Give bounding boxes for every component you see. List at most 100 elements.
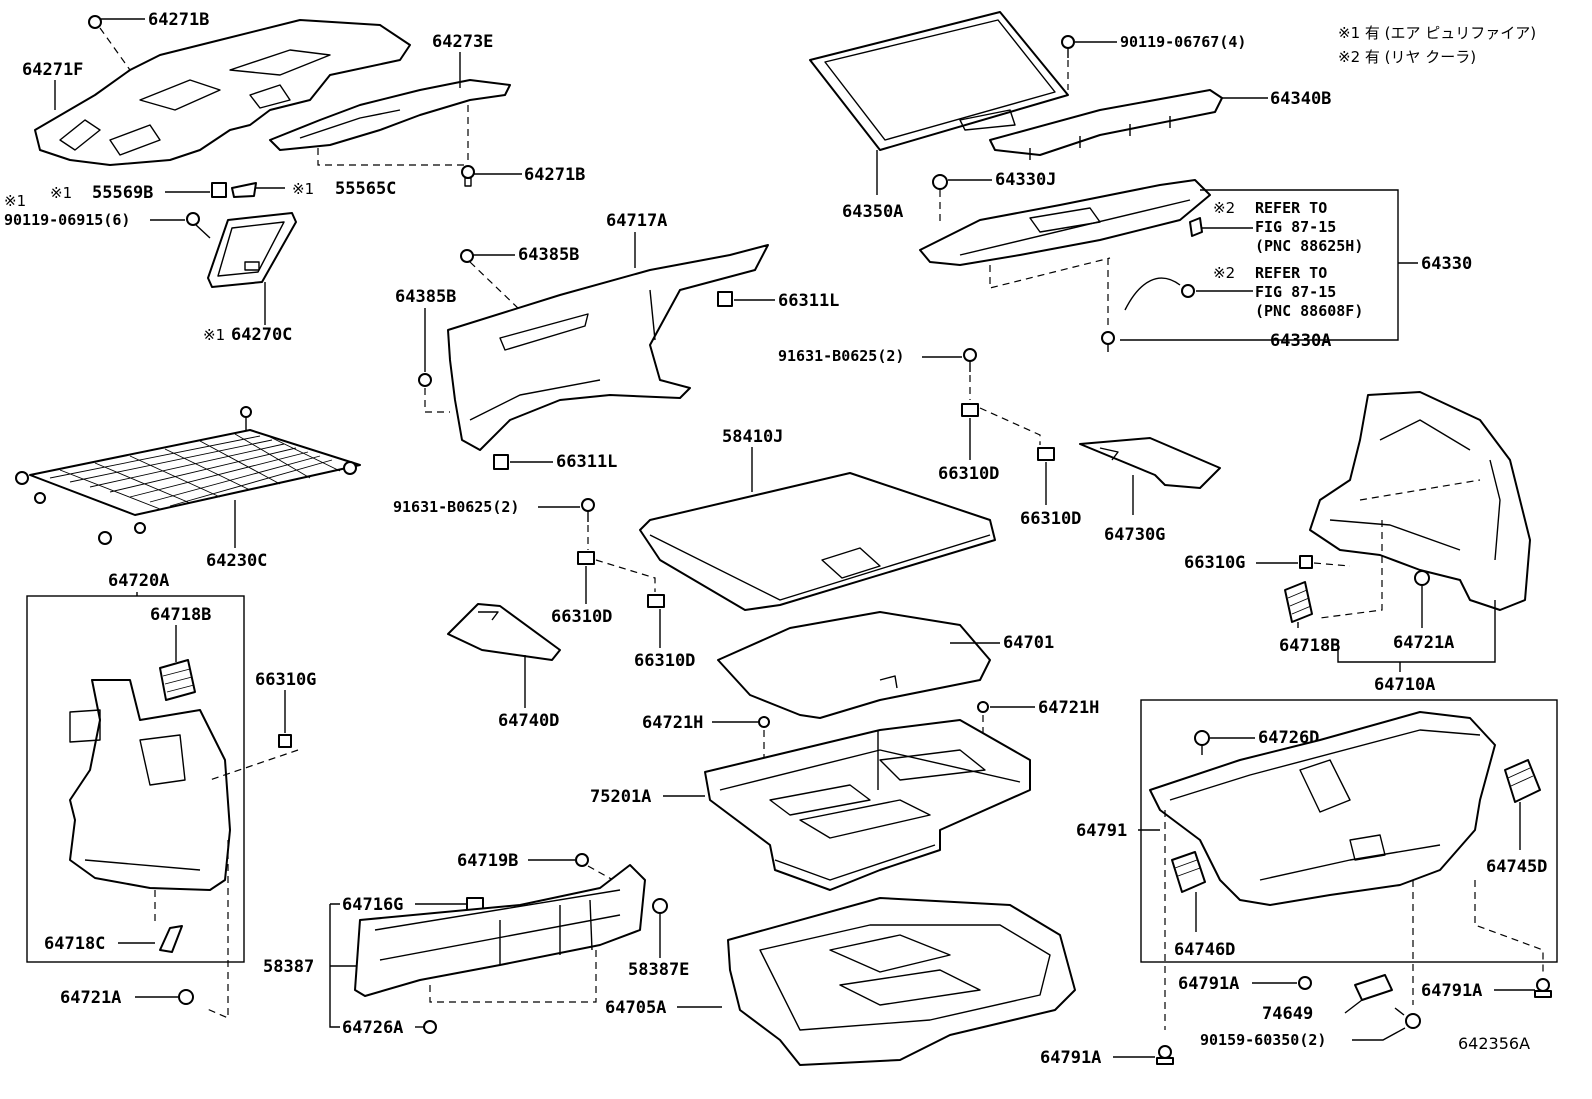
label-66310G-b: 66310G	[1184, 553, 1245, 573]
part-75201A-storage-tub	[704, 719, 1031, 891]
part-64340B-cover	[989, 89, 1223, 160]
part-64330-rear-shelf	[919, 179, 1211, 266]
part-55569B-cap-icon	[211, 182, 227, 198]
refer-2-line3: (PNC 88608F)	[1255, 302, 1363, 320]
clip-64791A-center-icon	[1298, 976, 1312, 990]
clip-64721H-right-icon	[977, 701, 989, 713]
label-64740D: 64740D	[498, 711, 559, 731]
label-66310D-d: 66310D	[1020, 509, 1081, 529]
label-64746D: 64746D	[1174, 940, 1235, 960]
clip-64330A-icon	[1101, 331, 1115, 352]
clip-64726A-icon	[423, 1020, 437, 1034]
part-64271F-tray-trim	[34, 19, 411, 166]
clip-66310D-right-a-icon	[961, 403, 979, 417]
refer-1-line1: REFER TO	[1255, 199, 1327, 217]
label-64385B-a: 64385B	[518, 245, 579, 265]
clip-66310G-left-icon	[278, 734, 292, 748]
part-58387-sill-trim	[354, 864, 646, 997]
clip-64721H-left-icon	[758, 716, 770, 728]
label-64271B-b: 64271B	[524, 165, 585, 185]
part-64718B-left-vent	[159, 659, 196, 701]
screw-90159-60350-icon	[1394, 1007, 1421, 1029]
part-64273E-side-trim	[269, 79, 511, 151]
group-64791-box	[1140, 699, 1558, 963]
label-66310G-a: 66310G	[255, 670, 316, 690]
part-64718C-left-cap	[159, 925, 183, 953]
label-64710A: 64710A	[1374, 675, 1435, 695]
label-74649: 74649	[1262, 1004, 1313, 1024]
label-64273E: 64273E	[432, 32, 493, 52]
part-64745D-right-vent	[1504, 759, 1541, 803]
part-64746D-left-vent	[1171, 851, 1206, 893]
label-66310D-c: 66310D	[938, 464, 999, 484]
clip-64721A-right-icon	[1414, 570, 1430, 586]
label-64718B-b: 64718B	[1279, 636, 1340, 656]
label-64721H-b: 64721H	[1038, 698, 1099, 718]
part-55565C-cap-icon	[231, 182, 257, 198]
label-64716G: 64716G	[342, 895, 403, 915]
group-64720A-box	[26, 595, 245, 963]
label-66311L-a: 66311L	[778, 291, 839, 311]
label-64350A: 64350A	[842, 202, 903, 222]
clip-64726D-icon	[1194, 730, 1210, 755]
refer-1-line2: FIG 87-15	[1255, 218, 1336, 236]
mark-2-refer-1: ※2	[1213, 199, 1235, 217]
clip-64330J-icon	[932, 174, 948, 190]
part-74649-hook-icon	[1354, 974, 1393, 1001]
label-64718B-a: 64718B	[150, 605, 211, 625]
label-75201A: 75201A	[590, 787, 651, 807]
label-64719B: 64719B	[457, 851, 518, 871]
part-64740D-side-tray	[447, 603, 561, 661]
part-64230C-cargo-net	[15, 406, 361, 545]
screw-91631-B0625-right-icon	[963, 348, 977, 372]
clip-64721A-left-icon	[178, 989, 194, 1005]
label-66310D-b: 66310D	[634, 651, 695, 671]
clip-66310G-right-icon	[1299, 555, 1313, 569]
part-64720A-left-side-trim	[69, 679, 231, 891]
clip-64385B-lower-icon	[418, 373, 432, 387]
clip-66310D-left-a-icon	[577, 551, 595, 565]
label-64791: 64791	[1076, 821, 1127, 841]
mark-1-90119-06915: ※1	[4, 192, 26, 210]
label-64270C: 64270C	[231, 325, 292, 345]
label-64721A-a: 64721A	[60, 988, 121, 1008]
label-64705A: 64705A	[605, 998, 666, 1018]
part-64730G-side-board	[1079, 437, 1221, 489]
mark-2-refer-2: ※2	[1213, 264, 1235, 282]
part-58387E-cap-icon	[652, 898, 668, 914]
label-64791A-b: 64791A	[1421, 981, 1482, 1001]
label-64721A-b: 64721A	[1393, 633, 1454, 653]
label-55569B: 55569B	[92, 183, 153, 203]
mark-1-55569B: ※1	[50, 184, 72, 202]
note-air-purifier: ※1 有 (エア ピュリファイア)	[1338, 24, 1536, 42]
clip-66311L-upper-icon	[717, 291, 733, 307]
label-64340B: 64340B	[1270, 89, 1331, 109]
label-64720A: 64720A	[108, 571, 169, 591]
label-55565C: 55565C	[335, 179, 396, 199]
clip-64271B-upper-icon	[88, 15, 102, 29]
label-64730G: 64730G	[1104, 525, 1165, 545]
part-88608F-duct-hose-icon	[1124, 277, 1195, 311]
label-64791A-a: 64791A	[1178, 974, 1239, 994]
clip-64271B-lower-icon	[461, 165, 475, 187]
label-58410J: 58410J	[722, 427, 783, 447]
screw-90119-06767-icon	[1061, 35, 1075, 58]
note-rear-cooler: ※2 有 (リヤ クーラ)	[1338, 48, 1476, 66]
refer-2-line2: FIG 87-15	[1255, 283, 1336, 301]
label-64721H-a: 64721H	[642, 713, 703, 733]
part-64717A-side-trim	[447, 244, 769, 451]
label-64701: 64701	[1003, 633, 1054, 653]
label-64718C: 64718C	[44, 934, 105, 954]
label-64330: 64330	[1421, 254, 1472, 274]
label-66311L-b: 66311L	[556, 452, 617, 472]
part-64791-back-panel	[1149, 711, 1496, 906]
clip-66310D-left-b-icon	[647, 594, 665, 608]
label-64791A-c: 64791A	[1040, 1048, 1101, 1068]
label-91631-B0625-b: 91631-B0625(2)	[778, 347, 904, 365]
refer-2-line1: REFER TO	[1255, 264, 1327, 282]
refer-1-line3: (PNC 88625H)	[1255, 237, 1363, 255]
part-58410J-deck-board	[639, 472, 996, 611]
label-64726A: 64726A	[342, 1018, 403, 1038]
clip-64385B-upper-icon	[460, 249, 474, 263]
